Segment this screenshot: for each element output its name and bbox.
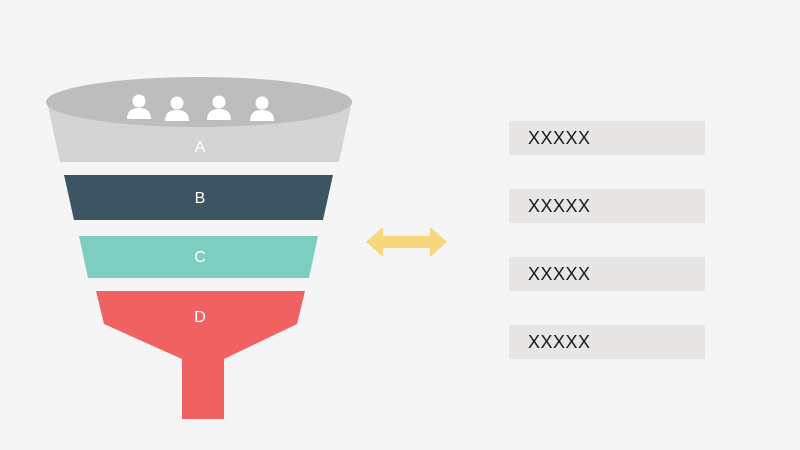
person-icon [207, 95, 231, 120]
funnel-stage-d [96, 291, 305, 419]
label-box-3: XXXXX [509, 257, 705, 291]
label-box-1: XXXXX [509, 121, 705, 155]
people-group [127, 94, 274, 121]
label-text-1: XXXXX [528, 127, 591, 148]
label-text-4: XXXXX [528, 331, 591, 352]
stage-label-b: B [195, 190, 206, 207]
stage-label-d: D [194, 309, 206, 326]
funnel-rim [46, 77, 352, 127]
person-icon [127, 94, 151, 119]
label-text-2: XXXXX [528, 195, 591, 216]
person-icon [250, 96, 274, 121]
label-box-2: XXXXX [509, 189, 705, 223]
label-text-3: XXXXX [528, 263, 591, 284]
funnel-stage-b [64, 175, 333, 220]
double-arrow-icon [366, 227, 447, 257]
stage-label-c: C [194, 249, 206, 266]
funnel-stage-c [79, 236, 318, 278]
person-icon [165, 96, 189, 121]
stage-label-a: A [195, 139, 206, 156]
label-box-4: XXXXX [509, 325, 705, 359]
